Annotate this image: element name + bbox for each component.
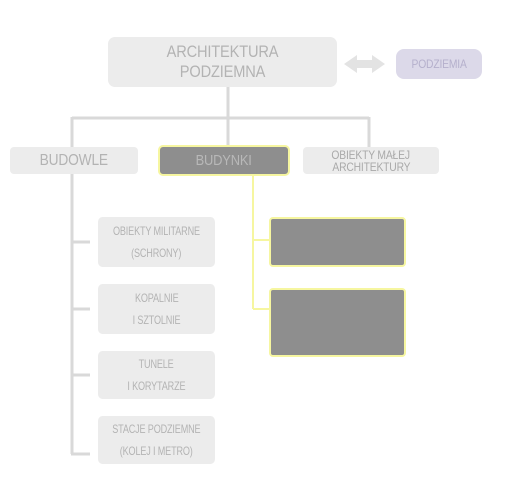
branch-node-budowle: BUDOWLE	[10, 147, 138, 174]
child-label-line1: KOPALNIE	[134, 291, 179, 305]
child-label-line1: OBIEKTY MILITARNE	[113, 224, 200, 238]
branch-label-male-line2: ARCHITEKTURY	[331, 159, 411, 174]
child-label-line1: TUNELE	[139, 357, 174, 371]
double-arrow-icon	[344, 55, 385, 73]
budynki-child-box-2	[269, 288, 406, 357]
child-label-line2: (SCHRONY)	[131, 246, 182, 260]
branch-node-obiekty-malej-architektury: OBIEKTY MAŁEJ ARCHITEKTURY	[303, 147, 439, 174]
child-node-obiekty-militarne: OBIEKTY MILITARNE (SCHRONY)	[97, 217, 216, 267]
child-label-line2: I SZTOLNIE	[132, 313, 181, 327]
side-node-label: PODZIEMIA	[411, 57, 467, 71]
branch-node-budynki: BUDYNKI	[158, 145, 290, 176]
child-label-line2: I KORYTARZE	[127, 379, 186, 393]
root-node: ARCHITEKTURA PODZIEMNA	[108, 37, 337, 87]
child-node-stacje-podziemne: STACJE PODZIEMNE (KOLEJ I METRO)	[97, 416, 216, 464]
root-node-label: ARCHITEKTURA PODZIEMNA	[166, 42, 279, 81]
branch-label-budynki: BUDYNKI	[195, 152, 253, 169]
child-node-tunele: TUNELE I KORYTARZE	[97, 351, 216, 399]
side-node-podziemia: PODZIEMIA	[396, 49, 482, 79]
budynki-child-box-1	[269, 217, 406, 267]
branch-label-male-line1: OBIEKTY MAŁEJ	[331, 147, 411, 162]
branch-label-budowle: BUDOWLE	[39, 151, 109, 169]
child-label-line2: (KOLEJ I METRO)	[120, 444, 193, 458]
child-label-line1: STACJE PODZIEMNE	[112, 422, 201, 436]
child-node-kopalnie: KOPALNIE I SZTOLNIE	[97, 284, 216, 334]
